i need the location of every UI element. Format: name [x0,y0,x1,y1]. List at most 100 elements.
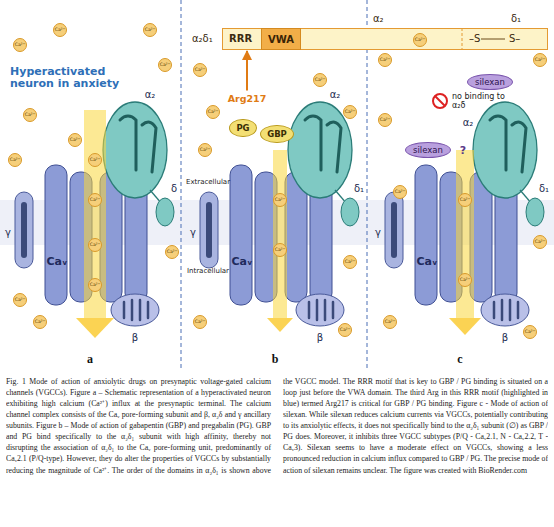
domain-label: α₂δ₁ [192,34,213,44]
node-text: Ca²⁺ [90,243,100,248]
binding-arrow [246,51,248,91]
calcium-ion: Ca²⁺ [313,73,327,87]
node-text: Ca²⁺ [167,250,177,255]
calcium-ion: Ca²⁺ [393,185,407,199]
node-text: GBP [267,129,287,139]
calcium-ion: Ca²⁺ [273,193,287,207]
calcium-ion: Ca²⁺ [458,273,472,287]
node-text: Ca²⁺ [460,198,470,203]
node-text: Ca²⁺ [35,320,45,325]
calcium-ion: Ca²⁺ [158,58,172,72]
node-text: Ca²⁺ [200,148,210,153]
calcium-ion: Ca²⁺ [193,315,207,329]
calcium-ion: Ca²⁺ [343,255,357,269]
node-text: Ca²⁺ [10,158,20,163]
arrow-label: Arg217 [226,92,269,105]
panel-heading: Hyperactivated neuron in anxiety [10,66,122,90]
calcium-ion: Ca²⁺ [8,153,22,167]
node-text: Ca²⁺ [15,43,25,48]
node-text: Ca²⁺ [345,110,355,115]
calcium-ion: Ca²⁺ [88,238,102,252]
calcium-ion: Ca²⁺ [13,293,27,307]
region-label: Intracellular [187,268,229,276]
node-text: Ca²⁺ [415,38,425,43]
subunit-label: Caᵥ [46,256,67,268]
domain-label: –S [469,34,480,44]
note-label: no binding to α₂δ [452,93,514,111]
calcium-ion: Ca²⁺ [523,325,537,339]
node-text: VWA [268,34,294,45]
subunit-label: β [502,332,508,343]
panel-letter: c [457,353,462,366]
calcium-ion: Ca²⁺ [378,53,392,67]
subunit-label: γ [190,227,196,238]
panel-letter: b [272,353,279,366]
subunit-label: Caᵥ [231,256,252,268]
drug-ellipse: silexan [405,142,451,158]
calcium-ion: Ca²⁺ [53,23,67,37]
node-text: silexan [413,145,443,155]
subunit-label: δ₁ [354,183,364,194]
calcium-ion: Ca²⁺ [143,23,157,37]
node-text: PG [236,123,249,133]
node-text: Ca²⁺ [25,113,35,118]
node-text: Ca²⁺ [195,320,205,325]
calcium-ion: Ca²⁺ [88,153,102,167]
domain-label: α₂ [373,14,384,24]
subunit-label: β [317,332,323,343]
node-text: Ca²⁺ [380,118,390,123]
node-text: Ca²⁺ [55,28,65,33]
subunit-label: β [132,332,138,343]
node-text: Ca²⁺ [195,68,205,73]
domain-box: VWA [261,28,301,50]
node-text: Ca²⁺ [15,298,25,303]
node-text: Ca²⁺ [145,28,155,33]
subunit-label: γ [5,227,11,238]
domain-bar: α₂δ₁RRRα₂–SS–δ₁VWA [222,28,548,50]
calcium-ion: Ca²⁺ [378,113,392,127]
node-text: Ca²⁺ [90,158,100,163]
domain-label: S– [509,34,520,44]
node-text: Ca²⁺ [535,240,545,245]
node-text: Ca²⁺ [535,58,545,63]
drug-ellipse: PG [229,119,256,137]
subunit-label: Caᵥ [416,256,437,268]
node-text: Ca²⁺ [208,110,218,115]
node-text: Ca²⁺ [160,63,170,68]
calcium-ion: Ca²⁺ [13,38,27,52]
node-text: Ca²⁺ [90,198,100,203]
question-mark: ? [460,145,466,157]
domain-label: δ₁ [511,14,521,24]
subunit-label: α₂ [330,89,341,100]
calcium-ion: Ca²⁺ [33,315,47,329]
calcium-ion: Ca²⁺ [413,33,427,47]
node-text: Ca²⁺ [345,260,355,265]
subunit-label: δ₁ [539,183,549,194]
calcium-ion: Ca²⁺ [206,105,220,119]
node-text: Ca²⁺ [525,330,535,335]
node-text: Ca²⁺ [380,58,390,63]
region-label: Extracellular [186,179,230,187]
node-text: Ca²⁺ [395,190,405,195]
calcium-ion: Ca²⁺ [88,193,102,207]
calcium-ion: Ca²⁺ [23,108,37,122]
panel-letter: a [87,353,93,366]
calcium-ion: Ca²⁺ [165,245,179,259]
drug-ellipse: GBP [260,125,294,143]
calcium-ion: Ca²⁺ [458,193,472,207]
node-text: Arg217 [228,93,267,104]
calcium-ion: Ca²⁺ [383,315,397,329]
node-text: Ca²⁺ [275,248,285,253]
node-text: Ca²⁺ [340,328,350,333]
calcium-ion: Ca²⁺ [193,63,207,77]
calcium-ion: Ca²⁺ [343,105,357,119]
domain-label: RRR [229,34,252,44]
subunit-label: δ [171,183,177,194]
calcium-ion: Ca²⁺ [198,143,212,157]
calcium-ion: Ca²⁺ [533,235,547,249]
node-text: Ca²⁺ [70,138,80,143]
calcium-ion: Ca²⁺ [68,133,82,147]
calcium-ion: Ca²⁺ [533,53,547,67]
node-text: Ca²⁺ [275,198,285,203]
